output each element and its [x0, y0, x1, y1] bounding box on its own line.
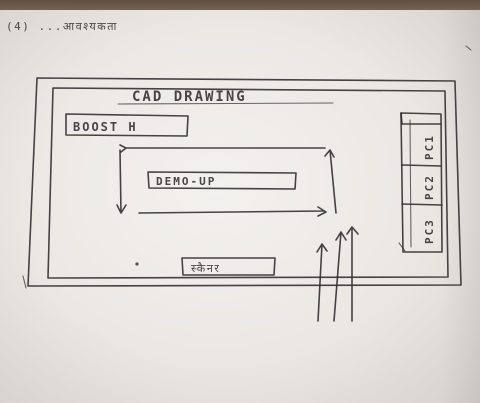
inner-frame [47, 87, 449, 279]
right-label-1: PC1 [423, 134, 436, 160]
upward-arrow-left [316, 243, 328, 322]
margin-mark-left [22, 275, 27, 289]
right-column-bottom-tick [398, 242, 406, 252]
title-underline [117, 102, 334, 105]
right-column-divider-2 [401, 203, 443, 206]
right-column-inner-line [409, 119, 412, 248]
right-column-divider-1 [401, 164, 442, 167]
right-column-top-cap [400, 112, 442, 125]
paper-sheet [0, 10, 480, 403]
center-box [147, 171, 297, 190]
right-label-2: PC2 [423, 174, 436, 200]
right-column [400, 112, 443, 253]
outer-frame [27, 77, 462, 287]
upward-arrow-right [346, 226, 359, 322]
left-box-label: BOOST H [73, 120, 138, 134]
center-box-label: DEMO-UP [156, 175, 216, 188]
bottom-box [181, 257, 276, 276]
center-room-left-arrow [116, 149, 127, 214]
left-box [65, 113, 189, 137]
bottom-box-label: स्कैनर [191, 262, 220, 275]
center-room-top-line [119, 144, 326, 153]
pen-dot [135, 262, 139, 266]
corner-note: (4) ...आवश्यकता [6, 20, 118, 33]
right-label-3: PC3 [423, 218, 436, 244]
margin-mark-top-right [465, 45, 472, 51]
upward-arrow-middle [333, 231, 347, 322]
center-room-bottom-line [138, 206, 327, 217]
center-room-right-line [324, 149, 337, 214]
drawing-title: CAD DRAWING [132, 89, 247, 105]
